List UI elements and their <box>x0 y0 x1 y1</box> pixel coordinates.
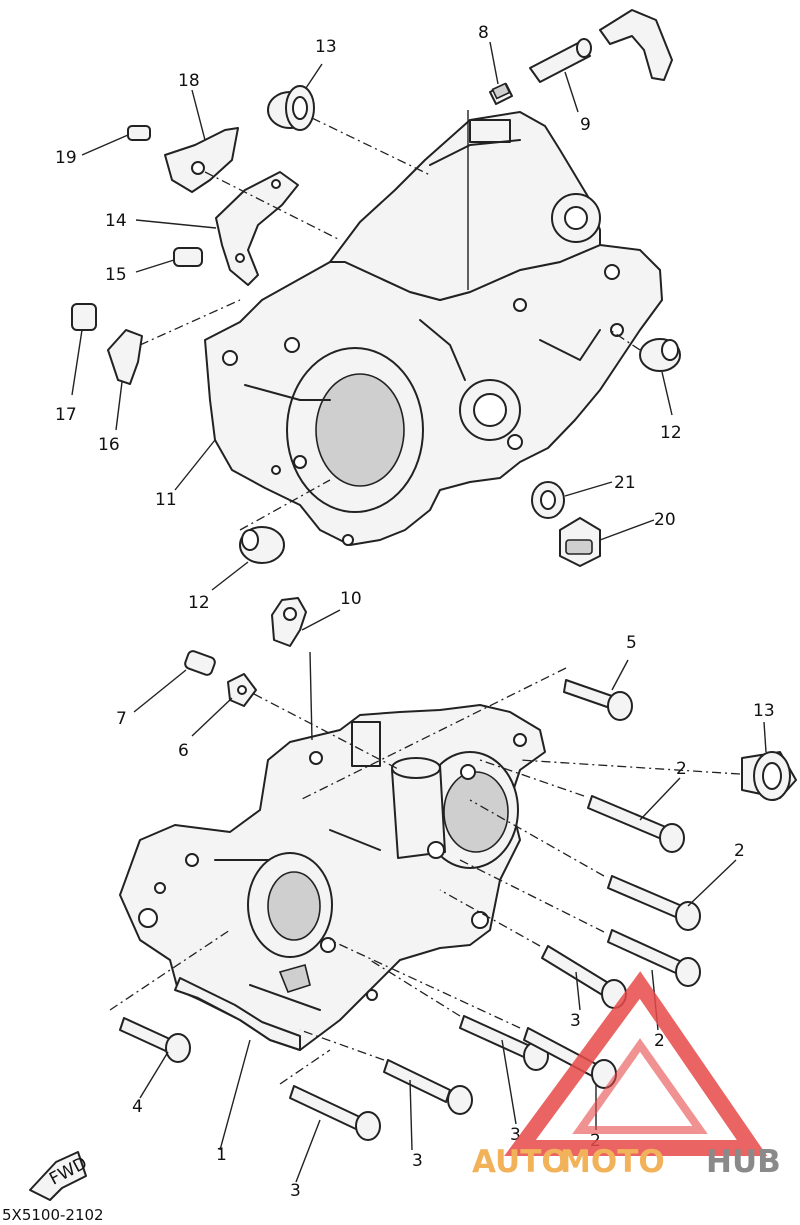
washer-21 <box>531 481 565 519</box>
gasket-14 <box>215 171 299 286</box>
logo-hub: HUB <box>706 1144 781 1180</box>
plate-6 <box>227 673 257 707</box>
callout-13: 13 <box>753 701 775 721</box>
bolt-5 <box>563 679 633 721</box>
callout-16: 16 <box>98 435 120 455</box>
callout-3: 3 <box>412 1151 423 1171</box>
watermark-text: AUTO MOTO HUB <box>472 1144 781 1180</box>
fwd-arrow: FWD <box>29 1151 91 1201</box>
callout-3: 3 <box>570 1011 581 1031</box>
callout-10: 10 <box>340 589 362 609</box>
upper-crankcase-half <box>204 111 663 546</box>
callout-4: 4 <box>132 1097 143 1117</box>
lower-leader-lines <box>109 609 767 1183</box>
callout-9: 9 <box>580 115 591 135</box>
callout-labels: 13 8 18 19 9 14 15 17 16 11 12 21 20 12 … <box>55 23 775 1201</box>
dowel-12-lower <box>239 526 285 564</box>
bushing-13-lower <box>741 751 797 801</box>
callout-11: 11 <box>155 490 177 510</box>
bracket-10 <box>271 597 307 647</box>
plug-20 <box>559 517 601 567</box>
diagram-code: 5X5100-2102 <box>2 1206 104 1224</box>
callout-15: 15 <box>105 265 127 285</box>
callout-2: 2 <box>654 1031 665 1051</box>
screw-19 <box>127 125 151 141</box>
logo-moto: MOTO <box>560 1144 665 1180</box>
callout-2: 2 <box>734 841 745 861</box>
callout-1: 1 <box>216 1145 227 1165</box>
nipple-8 <box>489 82 513 105</box>
callout-18: 18 <box>178 71 200 91</box>
bushing-13-upper <box>267 85 315 131</box>
logo-auto: AUTO <box>472 1144 568 1180</box>
callout-2: 2 <box>676 759 687 779</box>
callout-6: 6 <box>178 741 189 761</box>
hose-9 <box>529 9 673 83</box>
callout-3: 3 <box>510 1125 521 1145</box>
callout-12: 12 <box>660 423 682 443</box>
upper-leader-lines <box>71 41 673 591</box>
bolt-17 <box>71 303 97 331</box>
callout-17: 17 <box>55 405 77 425</box>
callout-7: 7 <box>116 709 127 729</box>
callout-8: 8 <box>478 23 489 43</box>
logo-triangle-icon <box>504 971 768 1156</box>
callout-5: 5 <box>626 633 637 653</box>
clip-16 <box>107 329 143 385</box>
screw-7 <box>184 650 216 676</box>
bolt-15 <box>173 247 203 267</box>
logo-triangle-inner-icon <box>572 1038 708 1134</box>
callout-20: 20 <box>654 510 676 530</box>
dowel-12-right <box>639 338 681 372</box>
callout-12: 12 <box>188 593 210 613</box>
callout-3: 3 <box>290 1181 301 1201</box>
callout-21: 21 <box>614 473 636 493</box>
callout-19: 19 <box>55 148 77 168</box>
lower-crankcase-half <box>119 704 546 1051</box>
watermark-logo <box>504 971 768 1156</box>
callout-13: 13 <box>315 37 337 57</box>
callout-14: 14 <box>105 211 127 231</box>
